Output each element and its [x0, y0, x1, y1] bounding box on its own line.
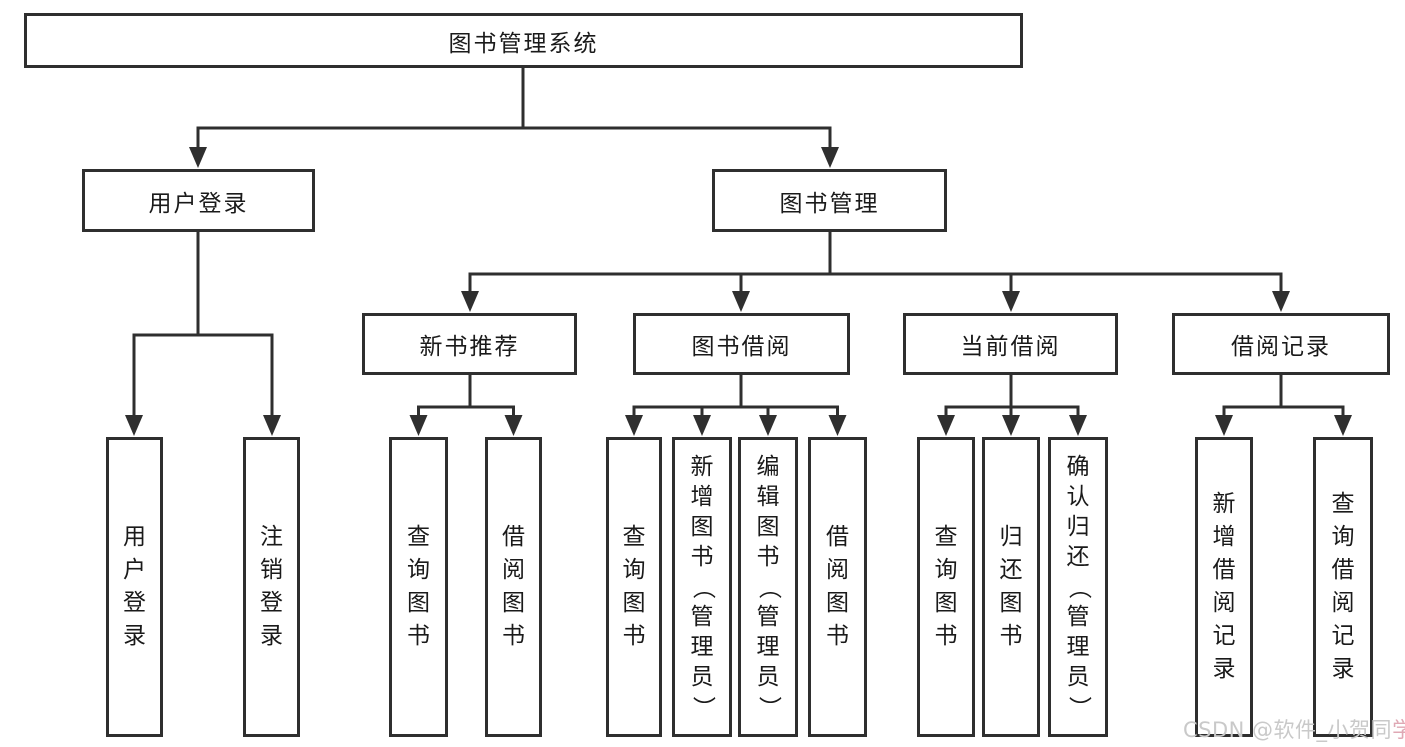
node-new-book-recommendation: 新书推荐 — [362, 313, 577, 375]
watermark-accent-text: 学 — [1392, 718, 1405, 742]
node-book-management: 图书管理 — [712, 169, 947, 232]
node-label: 查询借阅记录 — [1331, 491, 1355, 682]
leaf-return-books: 归还图书 — [982, 437, 1040, 737]
node-label: 借阅图书 — [502, 524, 525, 649]
node-label: 新增借阅记录 — [1212, 491, 1236, 682]
node-label: 查询图书 — [622, 524, 646, 649]
node-label: 借阅图书 — [826, 524, 849, 649]
node-borrowing-records: 借阅记录 — [1172, 313, 1390, 375]
node-label: 新书推荐 — [419, 334, 520, 360]
leaf-borrow-books-borrowing: 借阅图书 — [808, 437, 867, 737]
leaf-add-borrow-record: 新增借阅记录 — [1195, 437, 1253, 737]
node-label: 图书管理系统 — [448, 30, 599, 57]
leaf-add-books-admin: 新增图书（管理员） — [672, 437, 732, 737]
leaf-logout: 注销登录 — [243, 437, 300, 737]
node-label: 归还图书 — [999, 524, 1023, 649]
leaf-query-books-borrowing: 查询图书 — [606, 437, 662, 737]
leaf-user-login: 用户登录 — [106, 437, 163, 737]
leaf-query-borrow-record: 查询借阅记录 — [1313, 437, 1373, 737]
node-library-management-system: 图书管理系统 — [24, 13, 1023, 68]
node-book-borrowing: 图书借阅 — [633, 313, 850, 375]
node-label: 查询图书 — [407, 524, 430, 649]
node-label: 确认归还（管理员） — [1065, 453, 1092, 719]
node-label: 查询图书 — [934, 524, 958, 649]
node-current-borrowing: 当前借阅 — [903, 313, 1118, 375]
node-label: 用户登录 — [123, 524, 146, 649]
node-label: 用户登录 — [148, 190, 249, 217]
node-label: 注销登录 — [260, 524, 283, 649]
watermark-text: CSDN @软件_小贺同 — [1183, 718, 1393, 742]
node-user-login: 用户登录 — [82, 169, 315, 232]
leaf-borrow-books-recommend: 借阅图书 — [485, 437, 542, 737]
node-label: 当前借阅 — [960, 334, 1061, 360]
leaf-query-books-recommend: 查询图书 — [389, 437, 448, 737]
node-label: 借阅记录 — [1231, 334, 1331, 360]
node-label: 新增图书（管理员） — [689, 453, 716, 719]
node-label: 编辑图书（管理员） — [755, 453, 782, 719]
csdn-watermark: CSDN @软件_小贺同学 — [1183, 714, 1405, 744]
node-label: 图书借阅 — [691, 334, 792, 360]
leaf-edit-books-admin: 编辑图书（管理员） — [738, 437, 798, 737]
node-label: 图书管理 — [779, 190, 880, 217]
leaf-confirm-return-admin: 确认归还（管理员） — [1048, 437, 1108, 737]
leaf-query-books-current: 查询图书 — [917, 437, 975, 737]
